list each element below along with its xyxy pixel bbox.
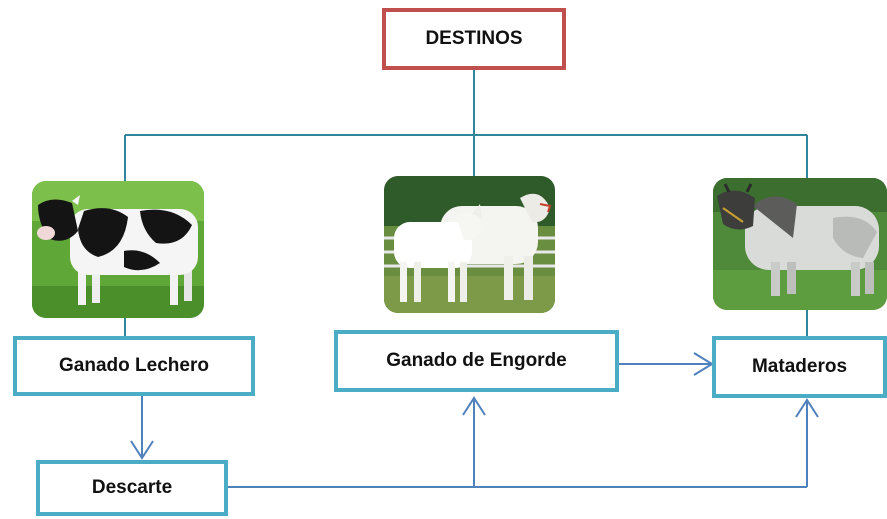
beef-cattle-photo [384,176,555,313]
mataderos-label: Mataderos [751,356,848,377]
destinos-title-box: DESTINOS [382,8,566,70]
dairy-cow-photo [32,181,204,318]
ganado-engorde-label: Ganado de Engorde [386,350,567,371]
arrowhead-engorde [462,396,486,416]
ganado-lechero-label: Ganado Lechero [59,355,209,376]
descarte-box: Descarte [36,460,228,516]
brahman-bull-photo [713,178,887,310]
ganado-engorde-box: Ganado de Engorde [334,330,619,392]
descarte-label: Descarte [91,477,173,498]
destinos-title: DESTINOS [425,28,523,49]
ganado-lechero-box: Ganado Lechero [13,336,255,396]
arrowhead-mataderos-up [795,398,819,418]
mataderos-box: Mataderos [712,336,887,398]
arrowhead-descarte [130,440,154,460]
